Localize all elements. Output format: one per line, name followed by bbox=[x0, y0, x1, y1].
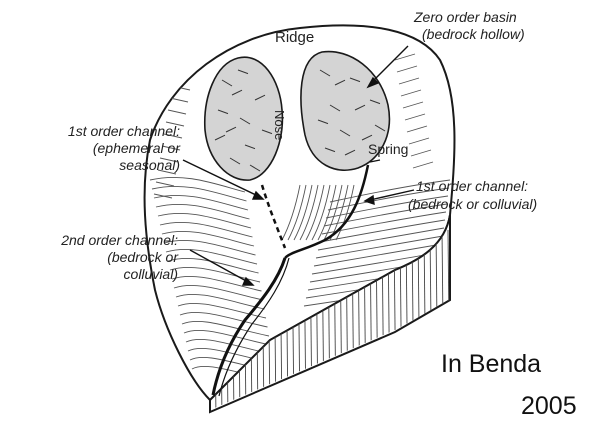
second-order-label-line3: colluvial) bbox=[124, 266, 178, 282]
first-order-right-label-line2: (bedrock or colluvial) bbox=[408, 196, 537, 212]
zero-order-label-line2: (bedrock hollow) bbox=[422, 26, 525, 42]
zero-order-label-line1: Zero order basin bbox=[414, 9, 517, 25]
first-order-left-label-line3: seasonal) bbox=[119, 157, 180, 173]
first-order-left-label-line2: (ephemeral or bbox=[93, 140, 180, 156]
second-order-label-line2: (bedrock or bbox=[107, 249, 178, 265]
first-order-left-label-line1: 1st order channel: bbox=[68, 123, 180, 139]
credit-line1: In Benda bbox=[441, 350, 541, 379]
ridge-label: Ridge bbox=[275, 30, 314, 46]
nose-label: Nose bbox=[271, 110, 287, 140]
second-order-label-line1: 2nd order channel: bbox=[61, 232, 178, 248]
first-order-right-label-line1: 1st order channel: bbox=[416, 178, 528, 194]
credit-line2: 2005 bbox=[521, 392, 577, 421]
spring-label: Spring bbox=[368, 141, 408, 157]
